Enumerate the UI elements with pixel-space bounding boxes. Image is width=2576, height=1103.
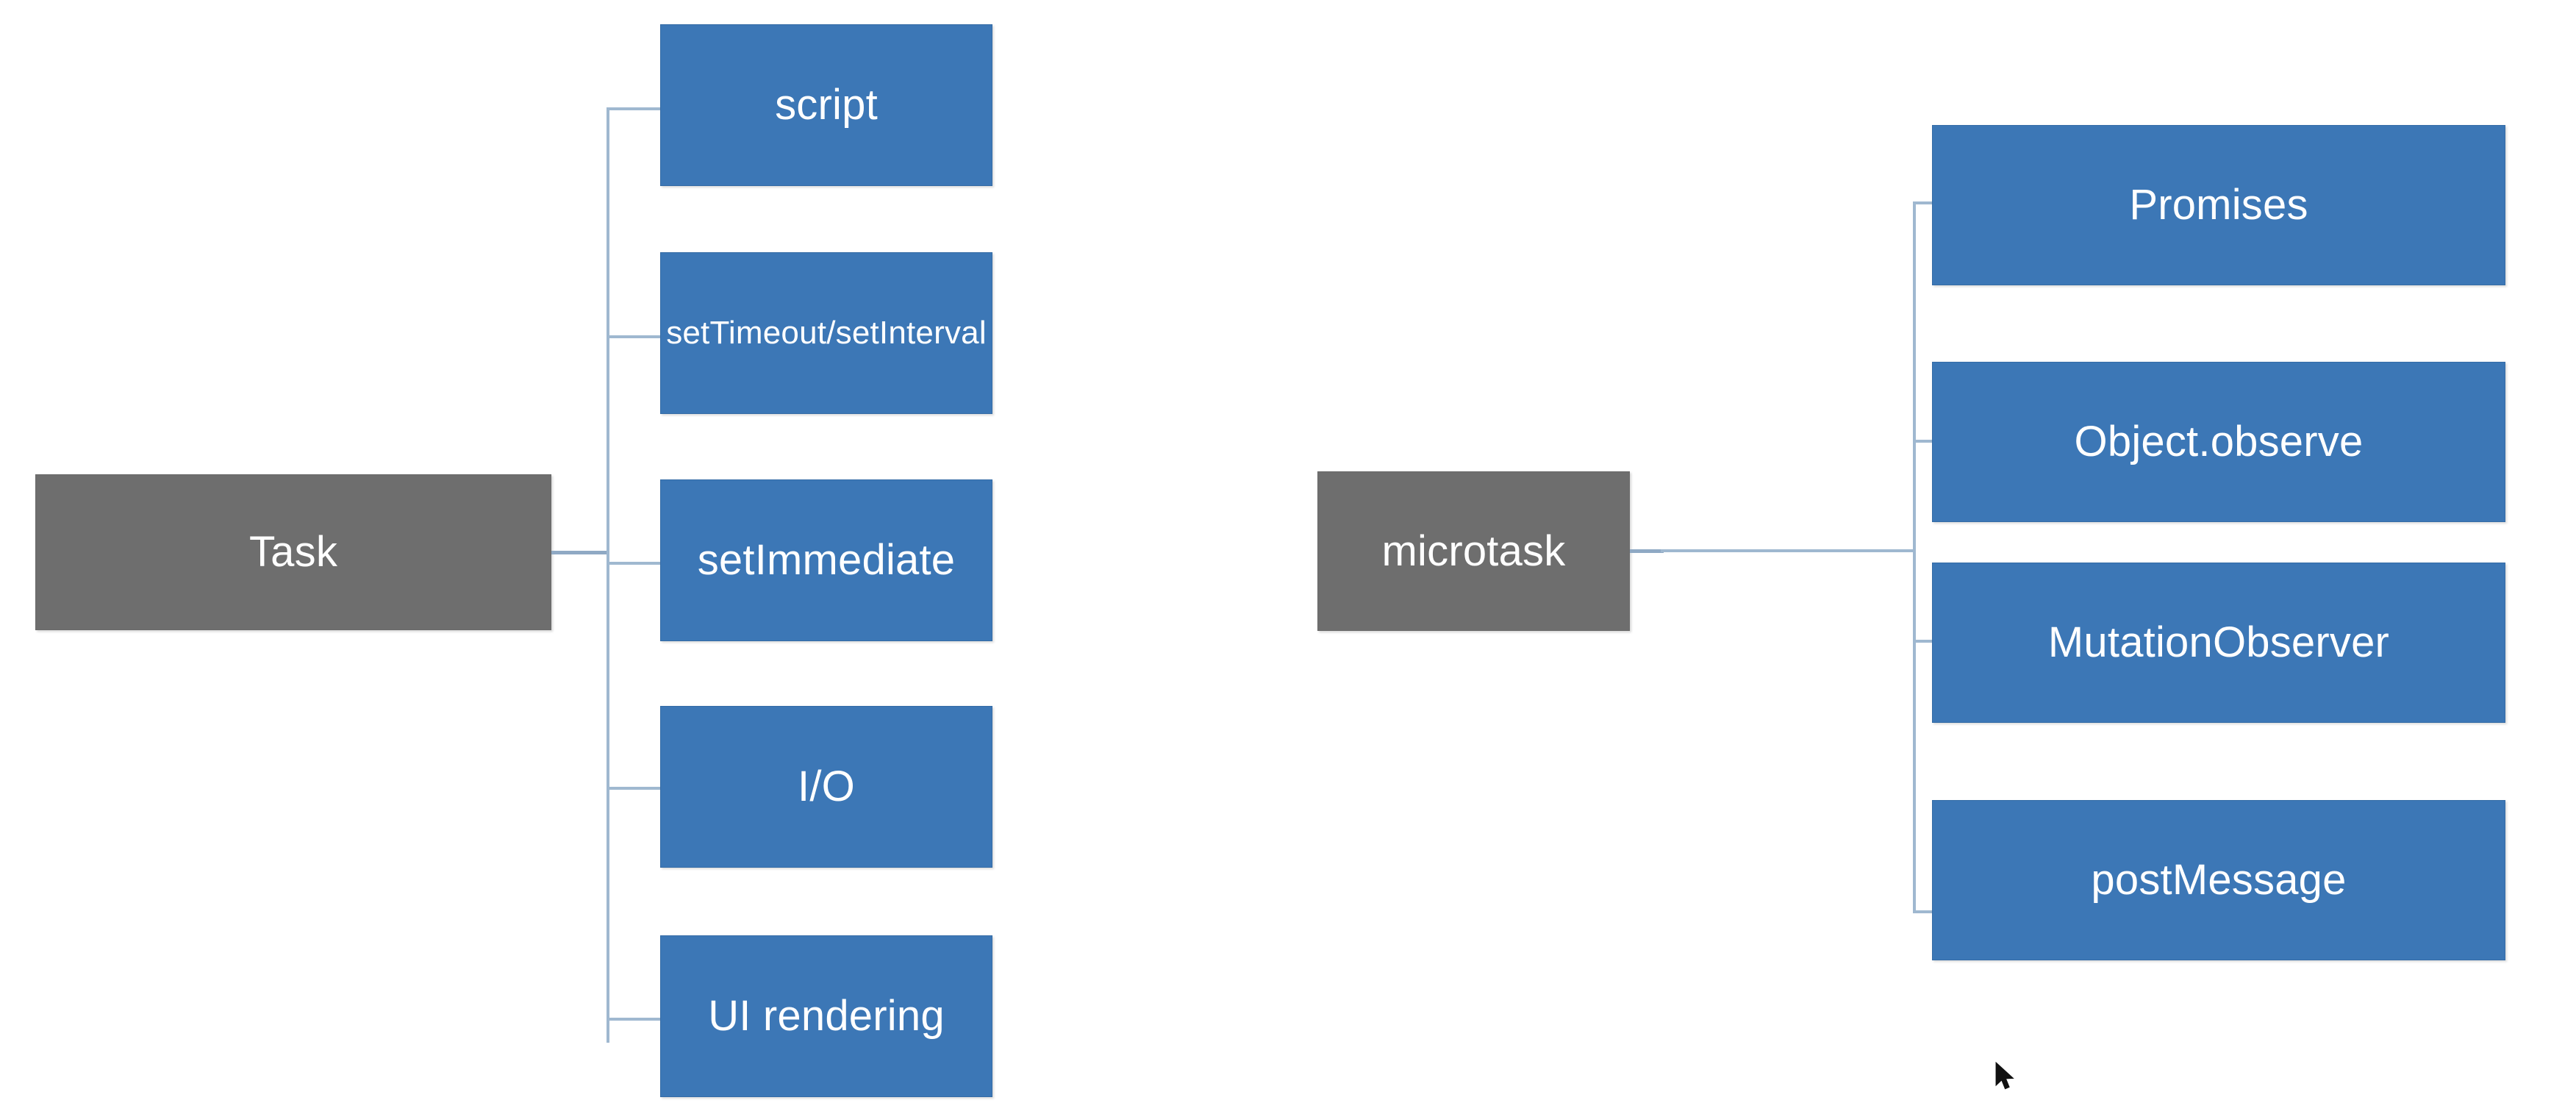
connector-microtask-branch-postmessage [1913, 910, 1933, 913]
mouse-pointer-icon [1995, 1062, 2014, 1090]
connector-microtask-root-stub [1630, 549, 1664, 553]
connector-microtask-branch-object-observe [1913, 440, 1933, 443]
node-object-observe-label: Object.observe [2074, 418, 2364, 466]
connector-microtask-branch-mutationobserver [1913, 640, 1933, 643]
node-io-label: I/O [798, 763, 855, 811]
node-microtask[interactable]: microtask [1317, 471, 1630, 631]
node-postmessage[interactable]: postMessage [1932, 800, 2505, 960]
connector-microtask-trunk [1913, 203, 1916, 913]
node-task-label: Task [248, 528, 338, 577]
connector-task-branch-settimeout [607, 335, 662, 338]
node-mutationobserver-label: MutationObserver [2047, 618, 2390, 667]
connector-task-branch-ui-rendering [607, 1018, 662, 1021]
node-object-observe[interactable]: Object.observe [1932, 362, 2505, 522]
connector-task-trunk [607, 109, 609, 1043]
node-task[interactable]: Task [35, 474, 551, 630]
node-postmessage-label: postMessage [2091, 856, 2347, 904]
node-ui-rendering-label: UI rendering [708, 992, 945, 1040]
node-settimeout-setinterval[interactable]: setTimeout/setInterval [660, 252, 992, 414]
node-promises[interactable]: Promises [1932, 125, 2505, 285]
node-script-label: script [775, 81, 878, 129]
node-ui-rendering[interactable]: UI rendering [660, 935, 992, 1097]
connector-microtask-root-join [1661, 549, 1914, 552]
connector-task-branch-io [607, 787, 662, 790]
node-io[interactable]: I/O [660, 706, 992, 868]
connector-task-branch-setimmediate [607, 562, 662, 565]
node-microtask-label: microtask [1381, 526, 1566, 575]
node-settimeout-setinterval-label: setTimeout/setInterval [666, 314, 987, 351]
connector-microtask-branch-promises [1913, 201, 1933, 204]
node-script[interactable]: script [660, 24, 992, 186]
connector-task-branch-script [607, 107, 662, 110]
connector-task-root-stub [551, 551, 609, 554]
node-setimmediate-label: setImmediate [697, 536, 956, 585]
node-mutationobserver[interactable]: MutationObserver [1932, 563, 2505, 723]
node-setimmediate[interactable]: setImmediate [660, 479, 992, 641]
node-promises-label: Promises [2129, 181, 2308, 229]
